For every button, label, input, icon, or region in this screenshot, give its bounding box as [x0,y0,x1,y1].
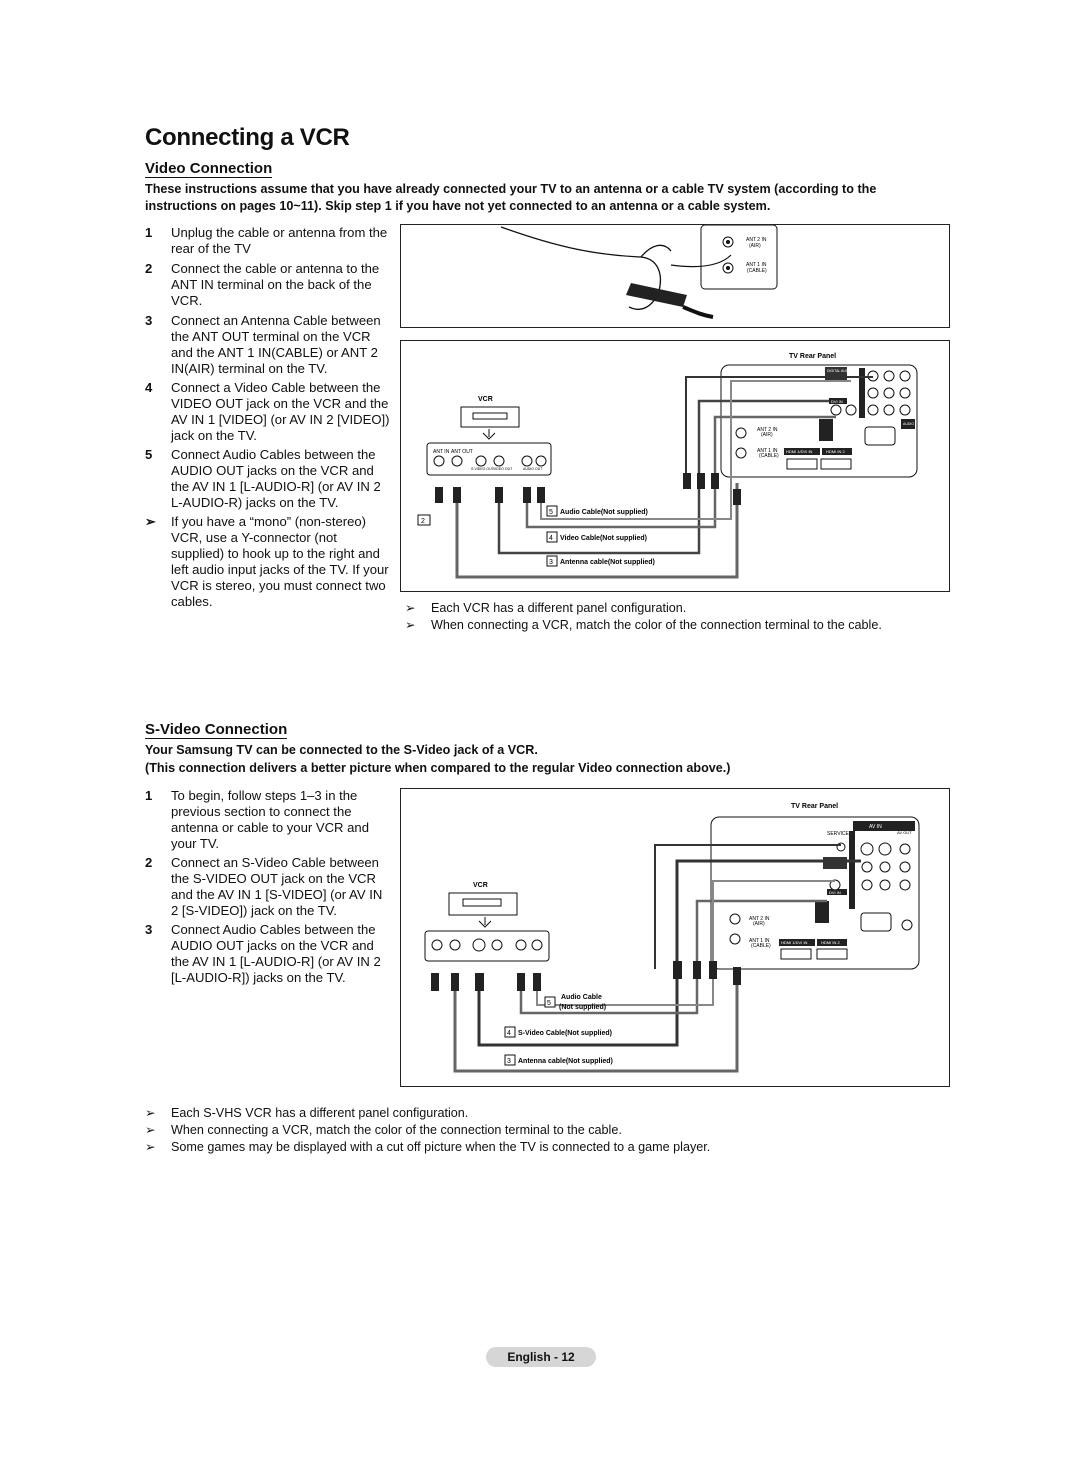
hand-unplugging-cable-illustration: ANT 2 IN (AIR) ANT 1 IN (CABLE) [500,224,778,319]
vcr-svideo-out-label: S-VIDEO OUT [471,467,495,471]
service-label: SERVICE [827,831,850,837]
vcr-video-out-label: VIDEO OUT [493,467,513,471]
av-out-label: AV OUT [897,830,912,835]
vcr-ant-out-label: ANT OUT [451,449,473,455]
fig3-ant1-sub: (CABLE) [751,943,771,949]
svideo-note-1: ➢Each S-VHS VCR has a different panel co… [145,1106,469,1120]
video-connection-heading: Video Connection [145,160,273,178]
video-connection-intro: These instructions assume that you have … [145,182,877,213]
svideo-dvi-in-label: DVI IN [829,890,841,895]
page-number-badge: English - 12 [486,1347,596,1367]
video-note-2: ➢When connecting a VCR, match the color … [405,618,882,632]
cable-3-label: Antenna cable(Not supplied) [560,559,655,566]
fig2-ant2-sub: (AIR) [761,432,773,438]
page-title: Connecting a VCR [145,124,350,151]
step-2-marker: 2 [421,518,425,525]
video-connection-svg: TV Rear Panel DIGITAL AUDIO OUT (OPTICAL… [417,353,918,579]
cable-5-num: 5 [549,509,553,516]
fig2-ant2-label: ANT 2 IN [757,427,778,433]
svideo-tv-rear-panel-label: TV Rear Panel [791,803,838,810]
av-in-label: AV IN [869,824,882,830]
svideo-connection-diagram: TV Rear Panel SERVICE AV IN AV OUT DIGIT… [400,788,950,1087]
antenna-unplug-figure: ANT 2 IN (AIR) ANT 1 IN (CABLE) [400,224,950,328]
svideo-cable-5-label-b: (Not supplied) [559,1004,606,1011]
svideo-vcr-label: VCR [473,882,488,889]
digital-audio-label: DIGITAL AUDIO OUT (OPTICAL) [827,369,879,373]
fig3-ant2-sub: (AIR) [753,921,765,927]
svideo-cable-5-label-a: Audio Cable [561,994,602,1001]
fig3-ant1-label: ANT 1 IN [749,938,770,944]
tv-audio-label: AUDIO [903,422,914,426]
cable-4-label: Video Cable(Not supplied) [560,535,647,542]
svideo-connection-svg: TV Rear Panel SERVICE AV IN AV OUT DIGIT… [424,803,920,1073]
fig2-hdmi2-label: HDMI IN 2 [826,449,845,454]
fig1-ant1-sub: (CABLE) [747,268,767,274]
svideo-intro-2: (This connection delivers a better pictu… [145,761,731,775]
fig1-ant2-sub: (AIR) [749,243,761,249]
fig2-hdmi1-label: HDMI 1/DVI IN [786,449,813,454]
cable-3-num: 3 [549,559,553,566]
video-step-note: ➢If you have a “mono” (non-stereo) VCR, … [145,514,389,609]
svideo-note-2: ➢When connecting a VCR, match the color … [145,1123,622,1137]
cable-4-num: 4 [549,535,553,542]
fig1-ant2-label: ANT 2 IN [746,237,767,243]
fig3-ant2-label: ANT 2 IN [749,916,770,922]
svideo-cable-5-num: 5 [547,1000,551,1007]
svideo-cable-3-num: 3 [507,1058,511,1065]
fig2-ant1-sub: (CABLE) [759,453,779,459]
svideo-cable-4-label: S-Video Cable(Not supplied) [518,1030,612,1037]
cable-5-label: Audio Cable(Not supplied) [560,509,648,516]
svideo-intro-1: Your Samsung TV can be connected to the … [145,743,538,757]
svideo-connection-heading: S-Video Connection [145,721,288,739]
vcr-audio-out-label: AUDIO OUT [523,467,543,471]
video-connection-diagram: TV Rear Panel DIGITAL AUDIO OUT (OPTICAL… [400,340,950,592]
fig3-hdmi2-label: HDMI IN 2 [821,940,840,945]
fig2-ant1-label: ANT 1 IN [757,448,778,454]
svideo-cable-3-label: Antenna cable(Not supplied) [518,1058,613,1065]
fig1-ant1-label: ANT 1 IN [746,262,767,268]
vcr-label: VCR [478,396,493,403]
svideo-note-3: ➢Some games may be displayed with a cut … [145,1140,711,1154]
vcr-ant-in-label: ANT IN [433,449,450,455]
fig3-hdmi1-label: HDMI 1/DVI IN [781,940,808,945]
svideo-cable-4-num: 4 [507,1030,511,1037]
dvi-in-label: DVI IN [831,399,843,404]
video-note-1: ➢Each VCR has a different panel configur… [405,601,687,615]
tv-rear-panel-label: TV Rear Panel [789,353,836,360]
